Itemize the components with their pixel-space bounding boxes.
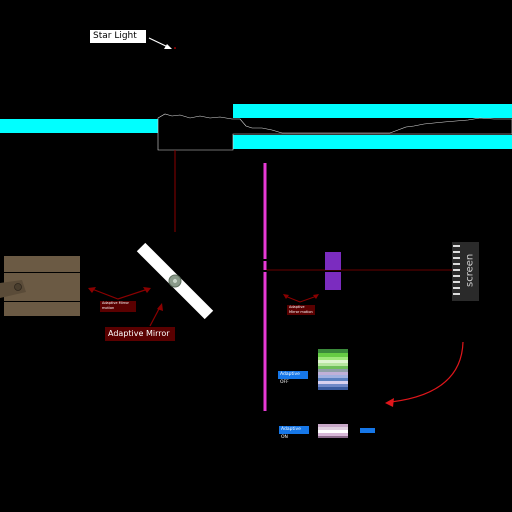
adaptive-mirror-label: Adaptive Mirror (105, 327, 175, 341)
distorted-wavefront (157, 113, 512, 151)
adaptive-mirror (136, 242, 214, 320)
mirror-pointer-arrowhead (157, 303, 163, 311)
star-image-on (318, 424, 348, 438)
adaptive-on-badge: Adaptive ON (279, 426, 309, 440)
atmosphere-band-left (0, 119, 158, 133)
actuator-top (4, 256, 80, 272)
star-point (174, 47, 176, 49)
actuator-bottom (4, 302, 80, 316)
star-light-label: Star Light (90, 30, 146, 43)
mirror-motion-label-right: Adaptive Mirror motion (287, 305, 315, 315)
beamsplitter (263, 163, 267, 411)
motion-arrowhead-left-b (143, 287, 151, 293)
actuator-bolt (14, 283, 22, 291)
motion-arrowhead-left-a (88, 287, 96, 293)
result-curved-arrow (390, 341, 464, 403)
lens-bottom (325, 272, 341, 290)
screen-ticks (453, 245, 460, 295)
beamsplitter-gap (263, 259, 267, 261)
adaptive-off-badge: Adaptive OFF (278, 371, 308, 385)
screen-label: screen (464, 253, 476, 287)
lens-top (325, 252, 341, 270)
small-blue-badge (360, 428, 375, 433)
motion-arrows-left (91, 288, 149, 300)
motion-arrowhead-right-a (283, 294, 289, 299)
motion-arrowhead-right-b (313, 294, 319, 299)
star-image-off (318, 349, 348, 390)
atmosphere-band-top-right (233, 104, 512, 118)
result-curved-arrowhead (385, 398, 394, 407)
star-light-arrowhead (164, 44, 172, 49)
mirror-motion-label-left: Adaptive Mirror motion (100, 301, 136, 312)
atmosphere-band-bottom-right (233, 135, 512, 149)
beamsplitter-gap-2 (263, 270, 267, 272)
motion-arrows-right (284, 295, 318, 303)
mirror-pointer-arrow (149, 306, 161, 327)
